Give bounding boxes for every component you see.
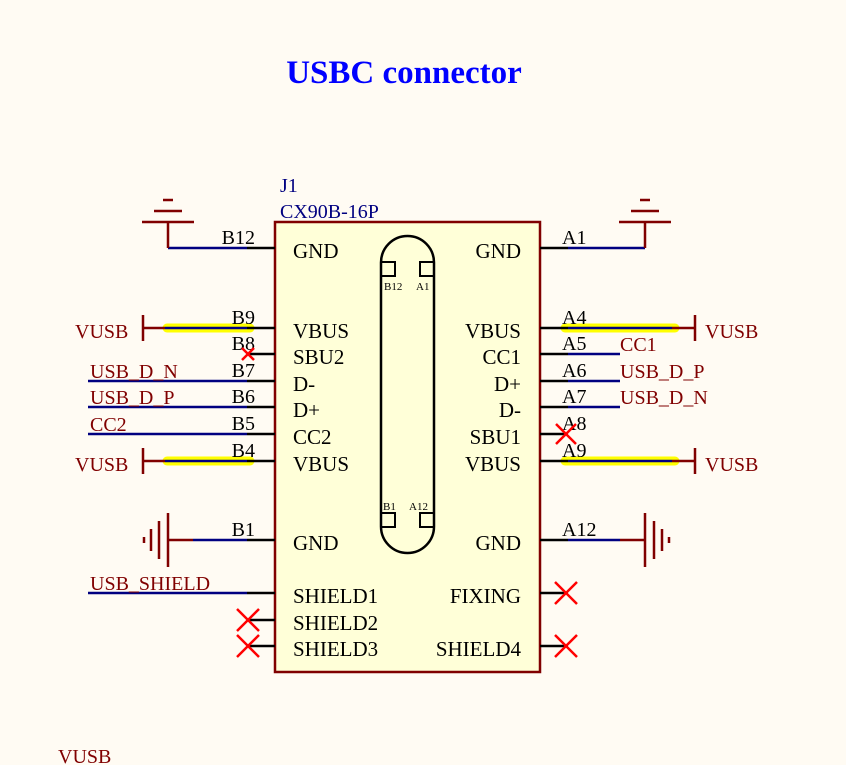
pin-shield1: SHIELD1 (247, 584, 378, 608)
pin-number: B1 (232, 519, 255, 541)
pin-name: VBUS (465, 452, 521, 476)
earth-ground-icon (142, 513, 170, 567)
net-label-vusb: VUSB (705, 321, 758, 343)
pin-name: SBU2 (293, 345, 344, 369)
pin-number: B8 (232, 333, 255, 355)
net-label-cc2: CC2 (90, 414, 127, 436)
pin-number: B4 (232, 440, 255, 462)
net-label-usb-shield: USB_SHIELD (90, 573, 210, 595)
pin-name: SBU1 (470, 425, 521, 449)
pin-name: GND (476, 531, 522, 555)
pad-label: A12 (409, 501, 428, 513)
pin-number: A1 (562, 227, 586, 249)
part-number: CX90B-16P (280, 201, 379, 223)
pin-number: A9 (562, 440, 586, 462)
pin-number: B12 (222, 227, 255, 249)
pin-name: VBUS (293, 319, 349, 343)
designator: J1 (280, 175, 298, 197)
pad-label: B1 (383, 501, 396, 513)
right-nets[interactable]: VUSB CC1 USB_D_P USB_D_N VUSB (554, 198, 758, 658)
pin-number: B6 (232, 386, 255, 408)
pin-name: D- (499, 398, 521, 422)
pin-number: A6 (562, 360, 586, 382)
pin-name: SHIELD2 (293, 611, 378, 635)
net-label-usb-d-n: USB_D_N (620, 387, 708, 409)
pad-label: B12 (384, 281, 402, 293)
pin-name: CC1 (482, 345, 521, 369)
pin-name: GND (293, 239, 339, 263)
pin-b6: B6D+ (232, 386, 320, 422)
left-nets[interactable]: VUSB USB_D_N USB_D_P CC2 VUSB USB_SHIELD (75, 198, 260, 658)
earth-ground-icon (643, 513, 671, 567)
pin-number: B5 (232, 413, 255, 435)
pad-label: A1 (416, 281, 429, 293)
pin-number: B7 (232, 360, 255, 382)
pin-number: A4 (562, 307, 586, 329)
pin-number: B9 (232, 307, 255, 329)
pin-shield3: SHIELD3 (247, 637, 378, 661)
pin-name: SHIELD1 (293, 584, 378, 608)
ground-icon (619, 198, 671, 248)
net-label-usb-d-n: USB_D_N (90, 361, 178, 383)
pin-a6: A6D+ (494, 360, 586, 396)
pin-name: D+ (293, 398, 320, 422)
pin-shield2: SHIELD2 (247, 611, 378, 635)
pin-a7: A7D- (499, 386, 587, 422)
pin-name: FIXING (450, 584, 521, 608)
net-label-vusb: VUSB (75, 454, 128, 476)
net-label-vusb-bottom: VUSB (58, 746, 111, 765)
pin-name: VBUS (293, 452, 349, 476)
pin-name: D+ (494, 372, 521, 396)
pin-b7: B7D- (232, 360, 316, 396)
net-label-vusb: VUSB (75, 321, 128, 343)
pin-number: A8 (562, 413, 586, 435)
pin-name: GND (293, 531, 339, 555)
pin-number: A12 (562, 519, 596, 541)
net-label-cc1: CC1 (620, 334, 657, 356)
pin-name: GND (476, 239, 522, 263)
net-label-usb-d-p: USB_D_P (90, 387, 174, 409)
connector-outline (379, 234, 436, 555)
component-body[interactable] (273, 220, 542, 674)
pin-name: D- (293, 372, 315, 396)
pin-shield4: SHIELD4 (436, 637, 568, 661)
pin-name: CC2 (293, 425, 332, 449)
pin-name: VBUS (465, 319, 521, 343)
mounting-pads (380, 261, 435, 528)
pin-number: A7 (562, 386, 586, 408)
sheet-title: USBC connector (286, 55, 522, 91)
pin-number: A5 (562, 333, 586, 355)
ground-icon (142, 198, 194, 248)
net-label-vusb: VUSB (705, 454, 758, 476)
pin-name: SHIELD4 (436, 637, 522, 661)
net-label-usb-d-p: USB_D_P (620, 361, 704, 383)
pin-fixing: FIXING (450, 584, 568, 608)
pin-name: SHIELD3 (293, 637, 378, 661)
